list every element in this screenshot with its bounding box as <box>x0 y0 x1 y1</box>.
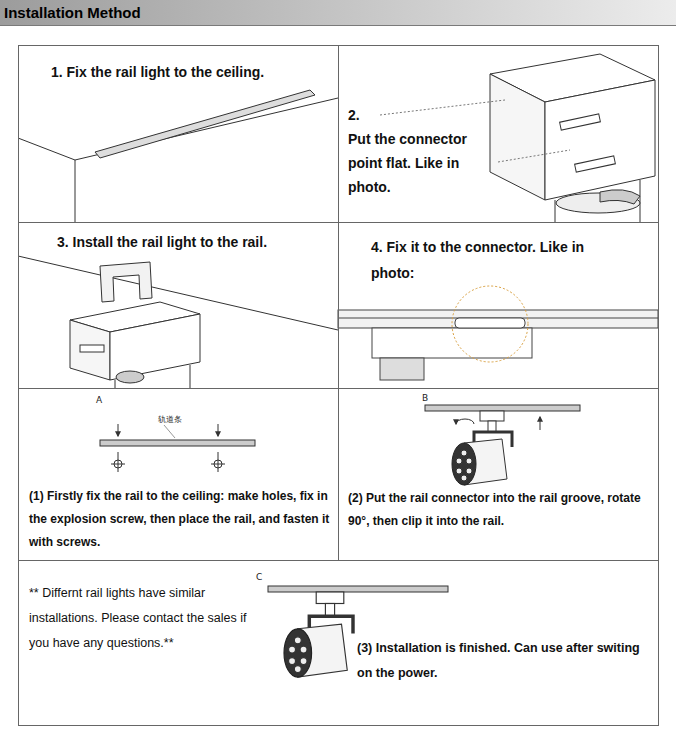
connector-drawing <box>498 150 570 162</box>
ceiling-drawing <box>18 90 338 222</box>
step-text: ** Differnt rail lights have similar ins… <box>29 581 251 656</box>
rail-screws-drawing <box>118 424 119 436</box>
figure-letter: B <box>422 393 428 403</box>
step-text: (3) Installation is finished. Can use af… <box>357 636 649 686</box>
rail-clip-drawing <box>456 419 474 424</box>
connector-drawing <box>560 114 601 130</box>
rail-fix-drawing <box>338 286 658 380</box>
rail-screws-drawing <box>100 424 255 472</box>
step-panel: (1) Firstly fix the rail to the ceiling:… <box>18 388 339 561</box>
rail-install-drawing <box>110 314 200 380</box>
connector-drawing <box>555 180 640 222</box>
rail-fix-drawing <box>338 310 658 328</box>
rail-install-drawing <box>80 345 104 352</box>
rail-screws-drawing <box>100 440 255 446</box>
ceiling-drawing <box>95 90 315 158</box>
step-number: 2. <box>348 105 388 125</box>
step-panel: ** Differnt rail lights have similar ins… <box>18 560 659 726</box>
rail-clip-drawing <box>425 405 580 485</box>
finished-drawing <box>268 586 448 592</box>
rail-screws-drawing <box>111 452 225 472</box>
step-panel: 1. Fix the rail light to the ceiling. <box>18 45 339 223</box>
step-panel: 3. Install the rail light to the rail. <box>18 222 339 389</box>
rail-screws-drawing <box>218 424 219 436</box>
step-text: 3. Install the rail light to the rail. <box>57 232 329 252</box>
step-text: (2) Put the rail connector into the rail… <box>348 487 653 533</box>
step-text: Put the connector point flat. Like in ph… <box>348 127 488 199</box>
finished-drawing <box>268 586 448 677</box>
page-title: Installation Method <box>4 4 141 21</box>
rail-fix-drawing <box>455 318 525 328</box>
finished-drawing <box>284 592 353 677</box>
rail-screws-drawing <box>164 425 175 438</box>
rail-screws-drawing <box>214 460 222 468</box>
figure-letter: C <box>256 572 262 582</box>
rail-fix-drawing <box>372 328 532 358</box>
part-name: 轨道条 <box>158 414 182 425</box>
step-panel: 2.Put the connector point flat. Like in … <box>338 45 659 223</box>
connector-drawing <box>600 190 640 204</box>
rail-install-drawing <box>100 262 152 302</box>
rail-install-drawing <box>70 320 110 380</box>
rail-fix-drawing <box>452 286 528 362</box>
rail-screws-drawing <box>114 460 122 468</box>
rail-clip-drawing <box>425 405 580 411</box>
figure-letter: A <box>96 395 102 405</box>
connector-drawing <box>380 100 505 115</box>
connector-drawing <box>545 80 655 200</box>
step-text: 4. Fix it to the connector. Like in phot… <box>371 234 621 286</box>
ceiling-drawing <box>18 138 75 222</box>
rail-fix-drawing <box>380 358 424 380</box>
rail-clip-drawing <box>452 411 512 485</box>
connector-drawing <box>575 156 616 172</box>
rail-install-drawing <box>116 371 144 383</box>
step-panel: (2) Put the rail connector into the rail… <box>338 388 659 561</box>
connector-drawing <box>490 74 545 200</box>
step-text: (1) Firstly fix the rail to the ceiling:… <box>29 485 334 554</box>
rail-clip-drawing <box>540 417 541 430</box>
step-panel: 4. Fix it to the connector. Like in phot… <box>338 222 659 389</box>
step-text: 1. Fix the rail light to the ceiling. <box>51 62 333 82</box>
rail-install-drawing <box>115 365 190 388</box>
rail-install-drawing <box>18 256 338 388</box>
header-bar: Installation Method <box>0 0 676 26</box>
